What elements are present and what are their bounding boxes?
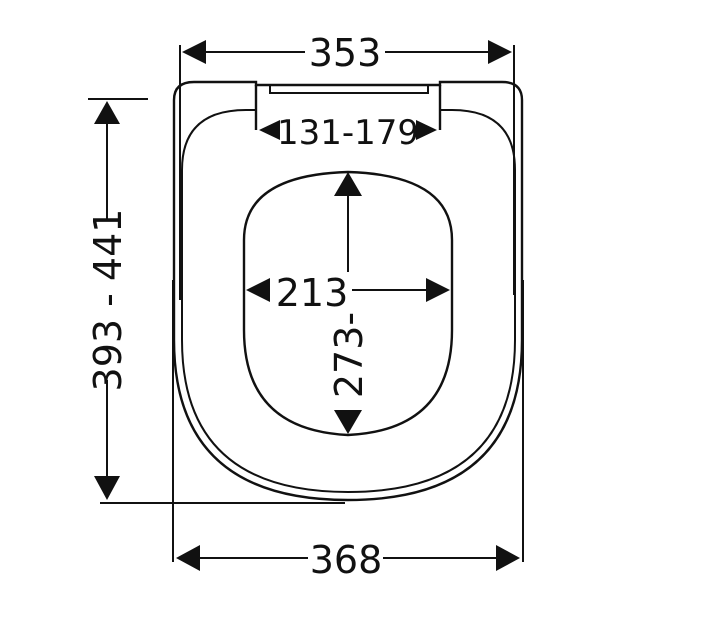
arrow-left-icon [246, 278, 270, 302]
seat-inner-outline [181, 109, 516, 494]
dim-top-width: 353 [309, 31, 382, 75]
dim-opening-length: 273- [327, 312, 371, 398]
arrow-right-icon [488, 40, 512, 64]
hinge-bar [269, 86, 429, 94]
seat-outer-outline [172, 80, 524, 502]
dim-hinge-spacing: 131-179 [277, 113, 419, 153]
arrow-right-icon [496, 545, 520, 571]
arrow-left-icon [259, 120, 280, 140]
arrow-right-icon [426, 278, 450, 302]
arrow-up-icon [94, 101, 120, 124]
dim-total-length: 393 - 441 [86, 209, 130, 392]
arrow-up-icon [334, 172, 362, 196]
dim-opening-width: 213 [276, 271, 349, 315]
seat-opening [242, 170, 454, 437]
arrow-left-icon [182, 40, 206, 64]
hinge-block [254, 85, 442, 130]
arrow-right-icon [416, 120, 437, 140]
arrow-left-icon [176, 545, 200, 571]
arrow-down-icon [334, 410, 362, 434]
arrow-down-icon [94, 476, 120, 500]
dim-bottom-width: 368 [310, 538, 383, 582]
